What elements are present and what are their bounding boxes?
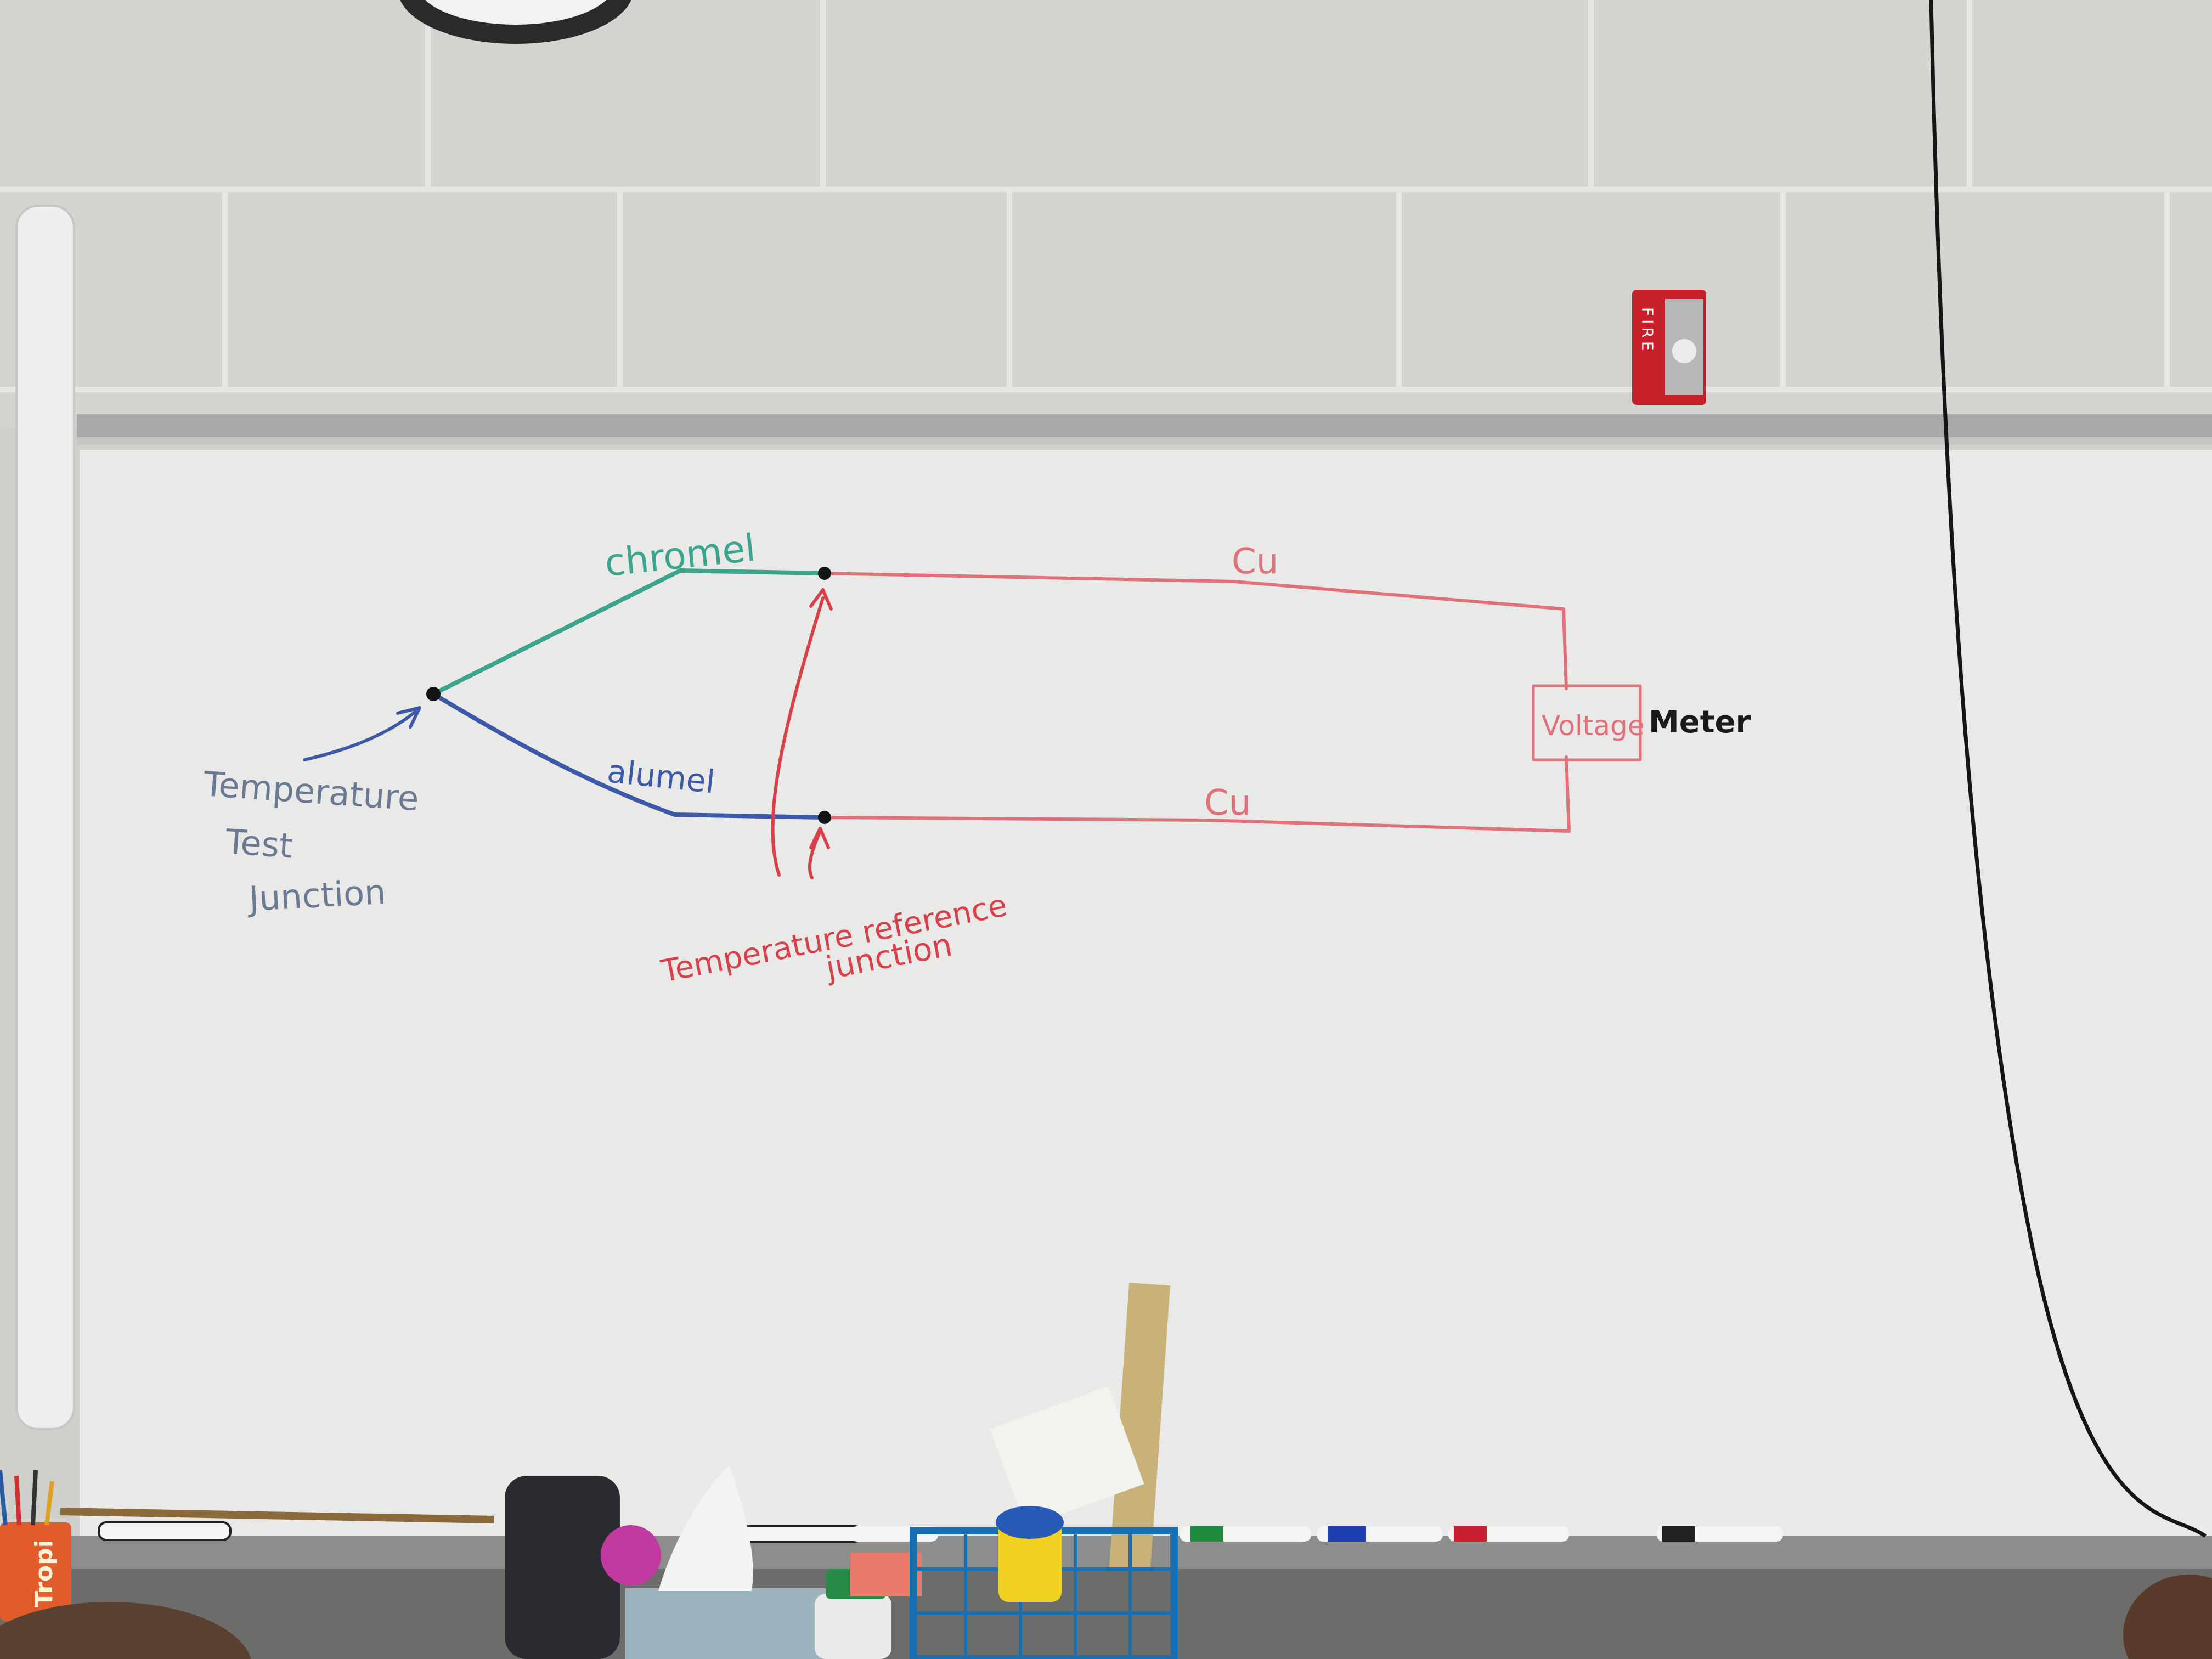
desk-items: Tropi xyxy=(0,1283,2212,1659)
thermocouple-diagram xyxy=(303,567,1642,879)
whiteboard-top-rail xyxy=(77,414,2212,437)
test-junction-label-line3: Junction xyxy=(246,872,387,919)
cu-top-label: Cu xyxy=(1232,541,1278,582)
cu-bottom-label: Cu xyxy=(1204,783,1251,823)
pencil-cup xyxy=(0,1522,71,1621)
fire-alarm: FIRE xyxy=(1632,290,1706,405)
reference-arrow xyxy=(771,596,825,877)
copper-wire-top xyxy=(821,572,1568,690)
fire-alarm-label: FIRE xyxy=(1639,307,1657,354)
pencils xyxy=(0,1470,54,1526)
glue-jar xyxy=(998,1520,1062,1602)
cinder-block-wall xyxy=(0,0,2212,428)
copper-wire-bottom xyxy=(821,755,1571,833)
reference-junction-top-dot xyxy=(818,567,831,580)
tissue-box xyxy=(625,1588,845,1659)
hanging-cable xyxy=(1929,0,2207,1538)
marker-green xyxy=(1190,1526,1223,1542)
test-junction-arrow xyxy=(303,709,419,761)
tissue xyxy=(658,1465,753,1591)
test-junction-label-line2: Test xyxy=(224,821,294,866)
voltage-label: Voltage xyxy=(1542,710,1645,742)
bottle xyxy=(815,1594,891,1659)
marker-red xyxy=(1454,1526,1487,1542)
marker xyxy=(98,1521,232,1541)
voltage-meter-box xyxy=(1532,684,1642,761)
ruler xyxy=(1109,1283,1171,1571)
chromel-wire xyxy=(431,568,825,696)
test-junction-dot xyxy=(426,687,441,701)
rolled-paper xyxy=(15,205,75,1430)
marker-blue xyxy=(1328,1526,1366,1542)
pencil-cup-label: Tropi xyxy=(30,1539,58,1607)
meter-label: Meter xyxy=(1649,704,1751,740)
wall-mortar-lines xyxy=(0,0,2212,392)
papers xyxy=(990,1386,1144,1527)
markers-in-tray xyxy=(60,1508,1783,1543)
alumel-wire xyxy=(431,692,825,820)
reference-arrow-head-top xyxy=(809,588,833,611)
ball xyxy=(601,1525,661,1585)
student-head-left xyxy=(0,1602,251,1659)
glue-jar-lid xyxy=(996,1506,1064,1539)
wall-clock xyxy=(400,0,631,44)
reference-arrow-lower xyxy=(808,830,822,879)
student-head-right xyxy=(2123,1575,2212,1659)
speaker xyxy=(505,1476,620,1659)
reference-arrow-head-bottom xyxy=(809,827,830,849)
reference-junction-bottom-dot xyxy=(818,811,831,824)
marker-black-cap xyxy=(1662,1526,1695,1542)
whiteboard-top-rail-highlight xyxy=(77,437,2212,445)
test-junction-arrow-head xyxy=(396,706,421,729)
wooden-pointer xyxy=(60,1508,494,1523)
